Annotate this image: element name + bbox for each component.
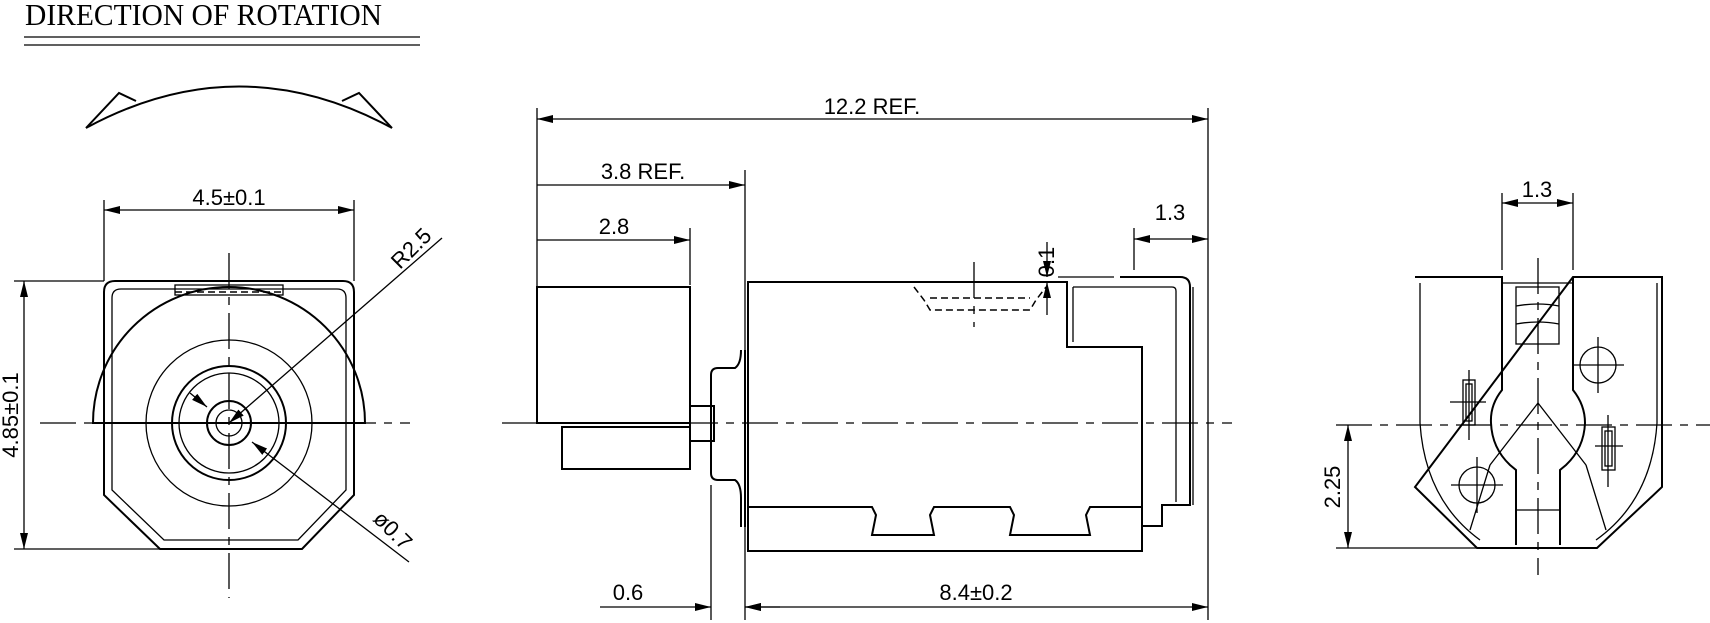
- front-view: 4.5±0.1 4.85±0.1 R2.5 ø0.7: [0, 185, 443, 598]
- center-height-dimension: 2.25: [1320, 466, 1345, 509]
- side-view: 12.2 REF. 3.8 REF. 2.8 1.3 0.1 0.6 8.4±0…: [502, 94, 1232, 620]
- weight-length-dimension: 2.8: [599, 214, 630, 239]
- width-dimension: 4.5±0.1: [192, 185, 265, 210]
- shaft-offset-dimension: 3.8 REF.: [601, 159, 685, 184]
- height-dimension: 4.85±0.1: [0, 372, 23, 457]
- slot-width-dimension: 1.3: [1522, 177, 1553, 202]
- bracket-width-dimension: 1.3: [1155, 200, 1186, 225]
- gap-dimension: 0.1: [1034, 247, 1059, 278]
- body-length-dimension: 8.4±0.2: [939, 580, 1012, 605]
- overall-length-dimension: 12.2 REF.: [824, 94, 921, 119]
- rotation-arrow-icon: [85, 85, 393, 129]
- drawing-title: DIRECTION OF ROTATION: [25, 0, 382, 32]
- boss-dimension: 0.6: [613, 580, 644, 605]
- shaft-diameter-dimension: ø0.7: [368, 506, 417, 555]
- title-block: DIRECTION OF ROTATION: [24, 0, 420, 46]
- radius-dimension: R2.5: [386, 223, 437, 274]
- rear-view: 1.3 2.25: [1320, 177, 1710, 575]
